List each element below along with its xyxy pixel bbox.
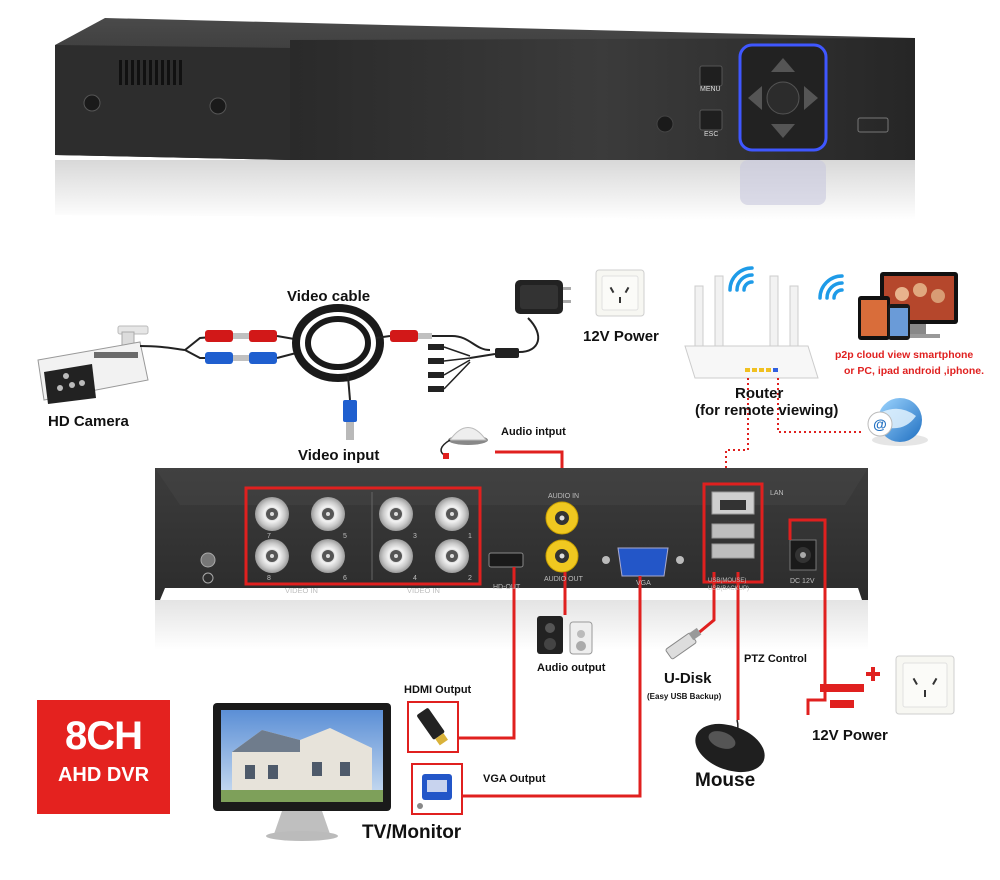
bnc-connector xyxy=(379,497,413,531)
hd-camera-illustration xyxy=(37,325,149,404)
bnc-number-3: 3 xyxy=(413,533,417,540)
ptz-control-label: PTZ Control xyxy=(744,653,807,665)
bnc-number-6: 6 xyxy=(343,575,347,582)
hdmi-plug-icon xyxy=(417,708,448,746)
power-symbol xyxy=(820,667,880,708)
rca-audio-ports xyxy=(545,501,579,573)
usb-stick-illustration xyxy=(665,627,702,660)
output-lines xyxy=(458,518,827,798)
router-illustration xyxy=(684,275,819,379)
remote-devices-illustration xyxy=(858,272,958,340)
udisk-sublabel: (Easy USB Backup) xyxy=(647,692,722,701)
bnc-number-4: 4 xyxy=(413,575,417,582)
usb-mouse-port-label: USB(MOUSE) xyxy=(708,578,747,584)
camera-cables xyxy=(139,280,571,440)
bnc-number-7: 7 xyxy=(267,533,271,540)
bnc-connector xyxy=(255,539,289,573)
audio-in-port-label: AUDIO IN xyxy=(548,493,580,500)
vga-output-label: VGA Output xyxy=(483,773,546,785)
wall-outlet-top xyxy=(595,269,645,317)
product-badge: 8CH AHD DVR xyxy=(37,700,170,814)
tv-monitor-label: TV/Monitor xyxy=(362,822,462,843)
vga-port-label: VGA xyxy=(636,580,651,587)
bnc-number-1: 1 xyxy=(468,533,472,540)
video-in-label-right: VIDEO IN xyxy=(407,586,440,595)
hdmi-output-label: HDMI Output xyxy=(404,684,472,696)
power-label-bottom: 12V Power xyxy=(812,727,888,744)
bnc-connector-group xyxy=(255,497,469,573)
audio-output-label: Audio output xyxy=(537,662,606,674)
hd-camera-label: HD Camera xyxy=(48,413,129,430)
bnc-connector xyxy=(311,497,345,531)
audio-input-label: Audio intput xyxy=(501,426,566,438)
vga-plug-icon xyxy=(417,774,452,809)
wall-outlet-bottom xyxy=(895,655,955,715)
video-input-label: Video input xyxy=(298,447,380,464)
svg-text:@: @ xyxy=(873,416,887,432)
udisk-label: U-Disk xyxy=(664,670,712,687)
router-sublabel: (for remote viewing) xyxy=(695,402,839,419)
video-cable-label: Video cable xyxy=(287,288,371,305)
usb-port-backup xyxy=(711,543,755,559)
power-label-top: 12V Power xyxy=(583,328,659,345)
video-in-label-left: VIDEO IN xyxy=(285,586,318,595)
badge-product-type: AHD DVR xyxy=(57,764,150,786)
mouse-label: Mouse xyxy=(695,770,756,791)
dvr-front-unit xyxy=(55,18,915,220)
hd-out-port-label: HD-OUT xyxy=(493,584,521,591)
p2p-label-line2: or PC, ipad android ,iphone. xyxy=(844,365,985,377)
mouse-illustration xyxy=(695,719,765,773)
wifi-icon-left xyxy=(728,266,754,292)
bnc-connector xyxy=(435,497,469,531)
speakers-illustration xyxy=(537,616,593,655)
p2p-label-line1: p2p cloud view smartphone xyxy=(835,349,974,361)
bnc-number-8: 8 xyxy=(267,575,271,582)
badge-channel-count: 8CH xyxy=(64,714,143,758)
dc-power-port xyxy=(789,539,817,571)
microphone-illustration xyxy=(440,427,488,459)
bnc-connector xyxy=(311,539,345,573)
router-label: Router xyxy=(735,385,784,402)
bnc-connector xyxy=(435,539,469,573)
bnc-connector xyxy=(379,539,413,573)
wifi-icon-right xyxy=(818,274,844,300)
bnc-connector xyxy=(255,497,289,531)
audio-out-port-label: AUDIO OUT xyxy=(544,576,583,583)
usb-port-mouse xyxy=(711,523,755,539)
hdmi-port xyxy=(488,552,524,568)
dc-port-label: DC 12V xyxy=(790,578,815,585)
menu-button-label: MENU xyxy=(700,86,721,93)
esc-button-label: ESC xyxy=(704,131,719,138)
vga-port xyxy=(602,547,684,577)
bnc-number-2: 2 xyxy=(468,575,472,582)
lan-port-label: LAN xyxy=(770,490,784,497)
tv-monitor-illustration xyxy=(213,703,391,841)
internet-globe-icon: @ xyxy=(867,398,928,446)
lan-usb-highlight xyxy=(702,482,764,584)
bnc-number-5: 5 xyxy=(343,533,347,540)
usb-backup-port-label: USB(BACKUP) xyxy=(708,586,750,592)
